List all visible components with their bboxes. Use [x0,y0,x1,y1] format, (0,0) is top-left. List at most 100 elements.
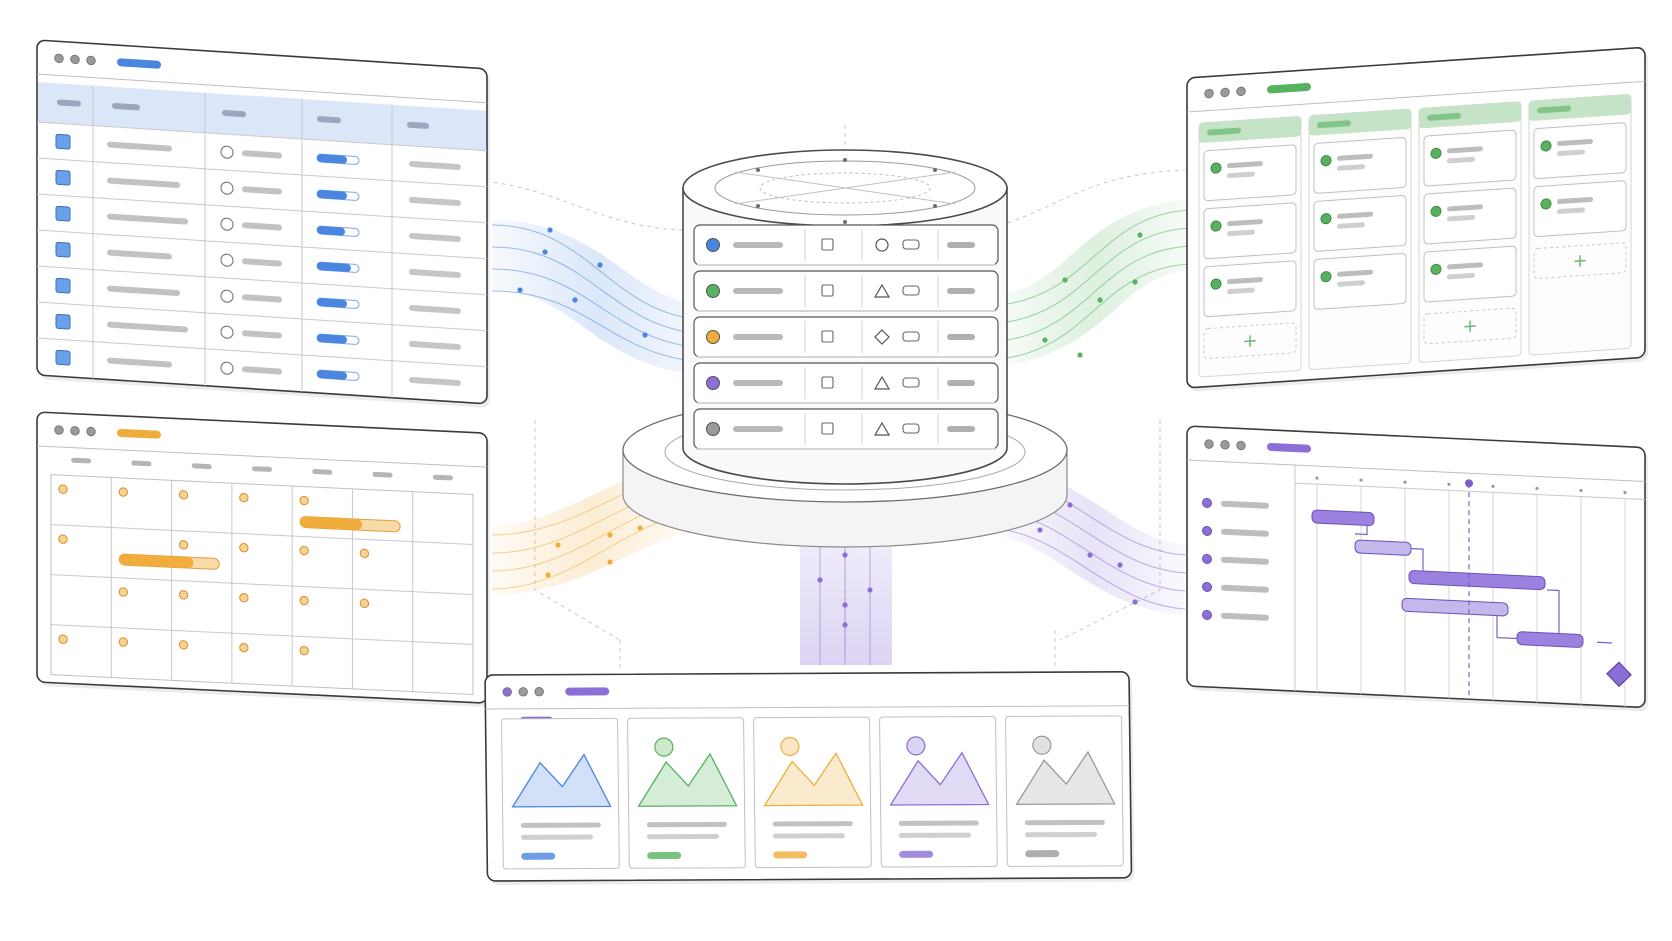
window-minimize-icon[interactable] [518,687,528,697]
window-close-icon[interactable] [502,687,512,697]
calendar-event-dot[interactable] [118,487,128,497]
window-close-icon[interactable] [54,53,64,64]
kanban-card[interactable] [1313,195,1407,252]
kanban-card[interactable] [1533,122,1627,179]
calendar-event-dot[interactable] [58,634,68,644]
timeline-task-label[interactable] [1202,609,1270,622]
database-record-row[interactable] [693,224,999,266]
weekday-label [131,460,152,467]
database-record-row[interactable] [693,270,999,312]
window-frame [1186,425,1646,708]
kanban-card[interactable] [1203,260,1297,318]
text-placeholder [947,288,975,294]
kanban-card[interactable] [1313,253,1407,310]
kanban-column [1308,108,1412,371]
gantt-task-bar[interactable] [1311,509,1375,527]
calendar-event-dot[interactable] [118,637,128,647]
kanban-card[interactable] [1423,129,1517,187]
gallery-card[interactable] [627,717,746,869]
window-minimize-icon[interactable] [70,426,80,436]
window-maximize-icon[interactable] [1236,86,1246,97]
calendar-event-dot[interactable] [178,490,189,500]
calendar-event-dot[interactable] [239,593,249,603]
window-maximize-icon[interactable] [534,687,544,697]
radio-icon[interactable] [220,289,234,303]
calendar-event-dot[interactable] [178,640,189,650]
timeline-task-label[interactable] [1202,525,1270,538]
calendar-event-dot[interactable] [239,643,249,653]
calendar-event-dot[interactable] [118,587,128,597]
kanban-card[interactable] [1203,202,1297,260]
card-status-icon [1540,140,1552,152]
gallery-card[interactable] [501,717,620,870]
cylinder-top-node [843,158,847,162]
table-row[interactable] [37,193,487,248]
calendar-event-dot[interactable] [359,598,370,609]
database-record-row[interactable] [693,408,999,450]
kanban-card[interactable] [1203,144,1297,202]
radio-icon[interactable] [220,181,234,195]
window-maximize-icon[interactable] [1236,440,1246,451]
flow-dot [867,587,873,593]
table-row[interactable] [37,337,487,392]
gallery-card[interactable] [879,715,998,868]
add-card-button[interactable]: + [1533,242,1627,279]
timeline-task-label[interactable] [1202,497,1270,510]
table-row[interactable] [37,265,487,320]
kanban-card[interactable] [1423,245,1517,303]
window-close-icon[interactable] [1204,439,1214,449]
table-row[interactable] [37,157,487,212]
timeline-task-label[interactable] [1202,553,1270,566]
calendar-event-dot[interactable] [58,534,68,544]
table-row[interactable] [37,229,487,284]
database-cylinder [622,149,1068,548]
radio-icon[interactable] [220,253,234,267]
calendar-event-dot[interactable] [178,540,189,550]
gallery-card[interactable] [1005,715,1124,867]
calendar-event-dot[interactable] [359,548,370,559]
timeline-task-label[interactable] [1202,581,1270,594]
window-minimize-icon[interactable] [70,54,80,65]
calendar-event-dot[interactable] [299,595,309,606]
text-placeholder [1227,219,1263,227]
window-maximize-icon[interactable] [86,426,96,437]
gantt-task-bar[interactable] [1401,597,1509,617]
text-placeholder [1221,612,1269,621]
database-record-row[interactable] [693,362,999,404]
calendar-event-dot[interactable] [299,495,309,506]
calendar-event-dot[interactable] [239,543,249,553]
kanban-card[interactable] [1423,187,1517,245]
table-row[interactable] [37,301,487,356]
calendar-event-dot[interactable] [239,493,249,503]
calendar-event-dot[interactable] [58,484,68,494]
gallery-card[interactable] [753,716,872,869]
gantt-task-bar[interactable] [1354,539,1412,556]
window-minimize-icon[interactable] [1220,440,1230,450]
radio-icon[interactable] [220,217,234,231]
record-status-icon [706,284,720,298]
window-close-icon[interactable] [54,425,64,435]
weekday-label [71,457,92,464]
add-card-button[interactable]: + [1423,307,1517,345]
kanban-card[interactable] [1533,180,1627,237]
calendar-event-dot[interactable] [178,590,189,600]
radio-icon[interactable] [220,145,234,159]
cylinder-top-node [843,220,847,224]
window-maximize-icon[interactable] [86,55,96,66]
plus-icon: + [1462,316,1477,338]
calendar-event-dot[interactable] [299,645,309,656]
add-card-button[interactable]: + [1203,322,1297,360]
database-record-row[interactable] [693,316,999,358]
gantt-task-bar[interactable] [1408,570,1546,591]
radio-icon[interactable] [220,325,234,339]
kanban-card[interactable] [1313,137,1407,194]
window-close-icon[interactable] [1204,88,1214,99]
table-row[interactable] [37,121,487,176]
radio-icon[interactable] [220,361,234,375]
text-placeholder [242,294,282,303]
calendar-event-dot[interactable] [299,545,309,556]
milestone-diamond-icon[interactable] [1606,661,1632,688]
window-minimize-icon[interactable] [1220,87,1230,98]
gantt-task-bar[interactable] [1516,631,1584,648]
